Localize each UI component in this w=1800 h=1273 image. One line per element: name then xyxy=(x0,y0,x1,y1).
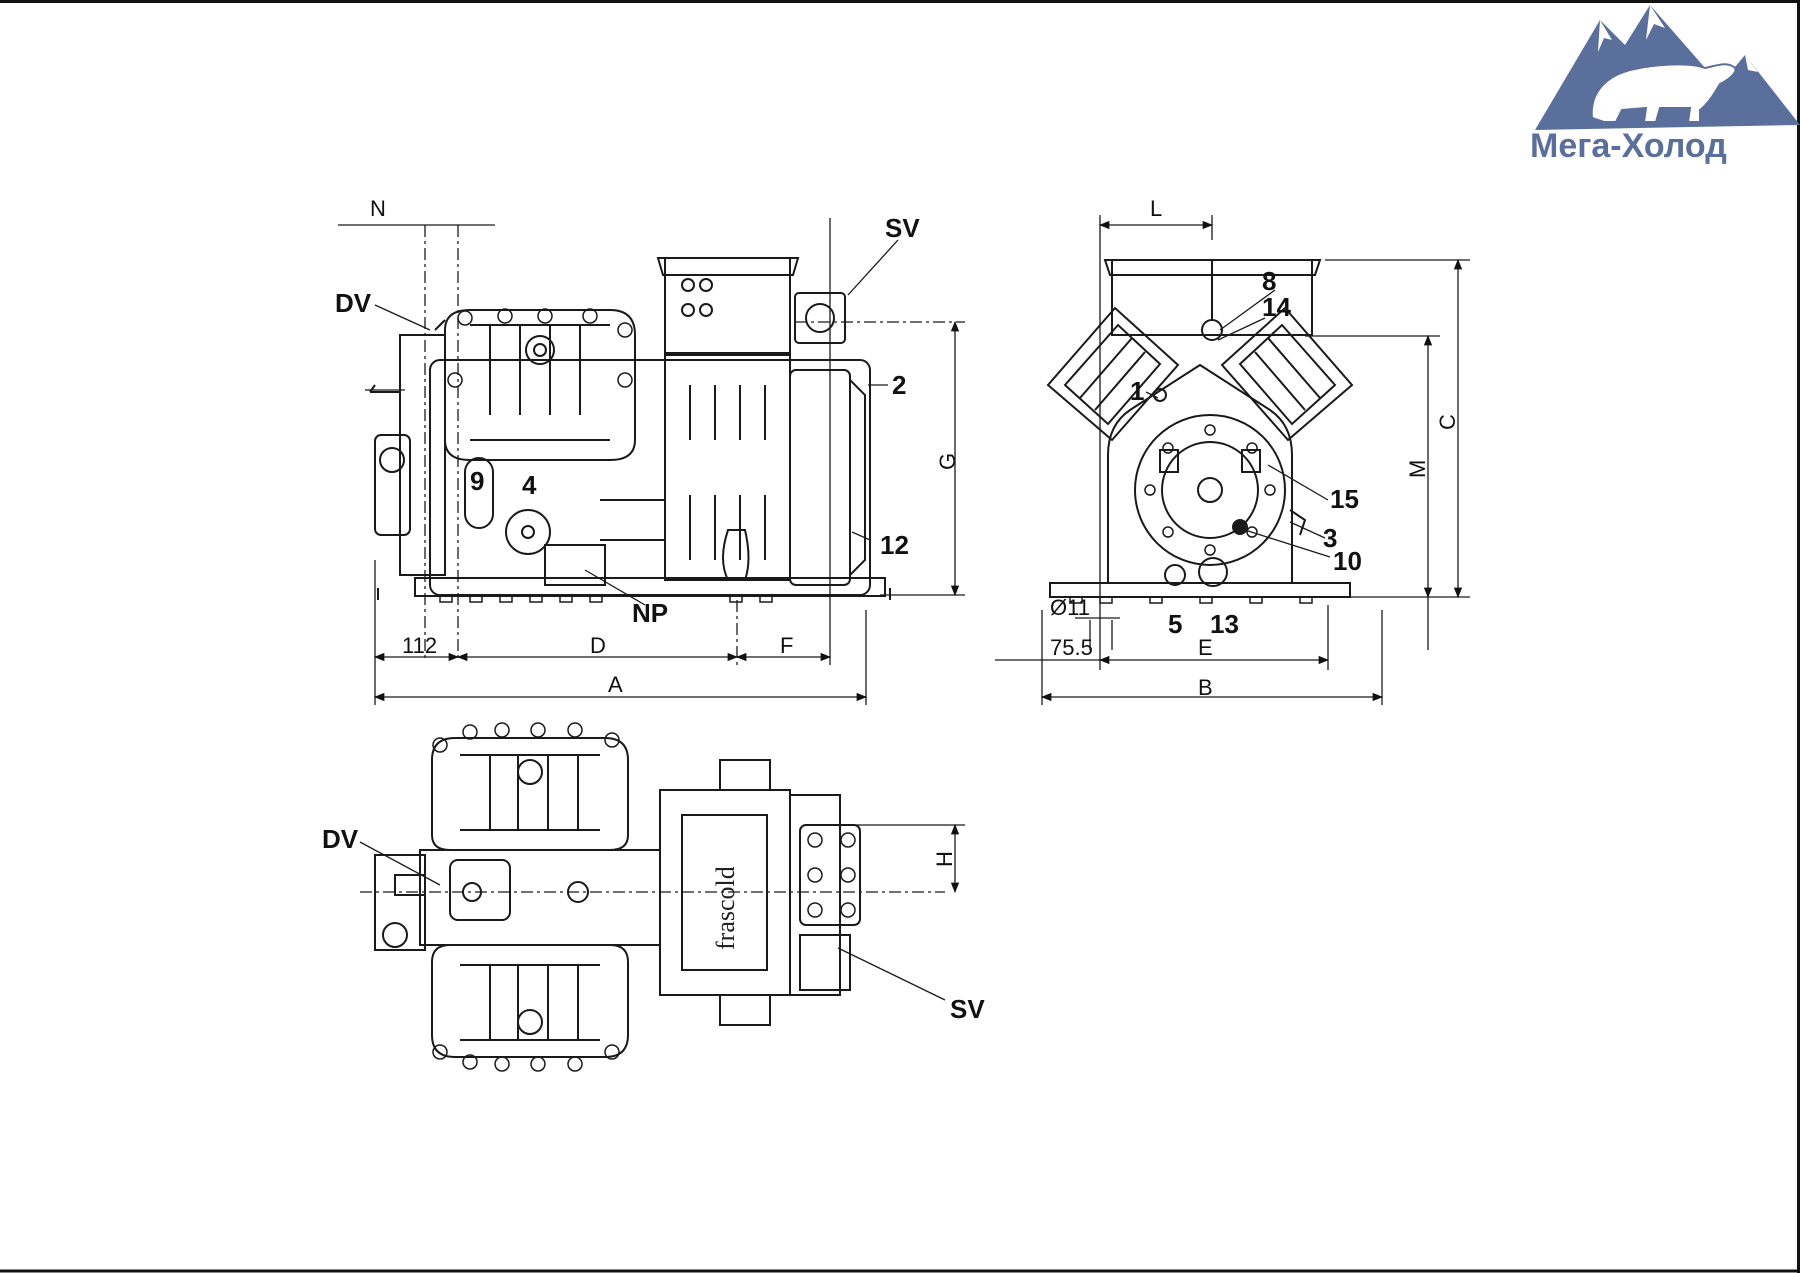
top-crankcase xyxy=(419,849,661,946)
logo: Мега-Холод xyxy=(1530,5,1800,165)
logo-text: Мега-Холод xyxy=(1530,127,1727,165)
top-labels: DV SV H xyxy=(322,824,985,1024)
label-5: 5 xyxy=(1168,609,1182,639)
label-9: 9 xyxy=(470,466,484,496)
dim-l: L xyxy=(1150,196,1162,221)
label-2: 2 xyxy=(892,370,906,400)
side-motor-flange xyxy=(789,369,851,586)
dim-h: H xyxy=(932,851,957,867)
dim-g: G xyxy=(935,453,960,470)
dim-b: B xyxy=(1198,675,1213,700)
dim-f: F xyxy=(780,633,793,658)
end-dimensions xyxy=(995,215,1470,705)
label-15: 15 xyxy=(1330,484,1359,514)
side-view xyxy=(369,257,891,603)
dim-c: C xyxy=(1435,414,1460,430)
dim-112: 112 xyxy=(402,633,437,658)
dim-e: E xyxy=(1198,635,1213,660)
label-13: 13 xyxy=(1210,609,1239,639)
side-labels: DV SV 2 12 9 4 NP N G 112 D F A xyxy=(335,196,960,697)
top-upper-head xyxy=(431,737,629,851)
dim-n: N xyxy=(370,196,386,221)
label-sv-top: SV xyxy=(950,994,985,1024)
side-front-cover xyxy=(399,334,446,576)
label-dv-side: DV xyxy=(335,288,372,318)
side-suction-valve xyxy=(794,292,846,344)
side-motor-housing xyxy=(664,354,791,581)
end-right-bank xyxy=(1220,306,1354,442)
side-sight-glass xyxy=(505,509,551,555)
label-3: 3 xyxy=(1323,523,1337,553)
side-crankcase xyxy=(429,359,871,596)
label-sv-side: SV xyxy=(885,213,920,243)
logo-bear xyxy=(1590,63,1737,123)
end-labels: L 8 14 1 15 3 10 5 13 Ø11 75.5 E B C M xyxy=(1050,196,1460,700)
side-base xyxy=(414,577,886,597)
dim-d: D xyxy=(590,633,606,658)
brand-text: frascold xyxy=(711,866,740,950)
label-1: 1 xyxy=(1130,376,1144,406)
top-dimensions xyxy=(359,823,965,1001)
label-np: NP xyxy=(632,598,668,628)
dim-75: 75.5 xyxy=(1050,635,1093,660)
label-14: 14 xyxy=(1262,292,1291,322)
end-left-bank xyxy=(1046,306,1180,442)
dim-a: A xyxy=(608,672,623,697)
end-view xyxy=(1046,259,1354,604)
end-motor-flange xyxy=(1134,414,1286,566)
top-view: frascold xyxy=(374,722,861,1072)
label-10: 10 xyxy=(1333,546,1362,576)
label-12: 12 xyxy=(880,530,909,560)
label-4: 4 xyxy=(522,470,537,500)
label-dv-top: DV xyxy=(322,824,359,854)
side-dimensions xyxy=(338,218,965,705)
dim-dia: Ø11 xyxy=(1050,595,1090,620)
end-housing xyxy=(1107,363,1293,584)
end-base-plate xyxy=(1049,582,1351,598)
side-cylinder-head xyxy=(444,309,636,461)
dim-m: M xyxy=(1405,460,1430,478)
label-8: 8 xyxy=(1262,266,1276,296)
